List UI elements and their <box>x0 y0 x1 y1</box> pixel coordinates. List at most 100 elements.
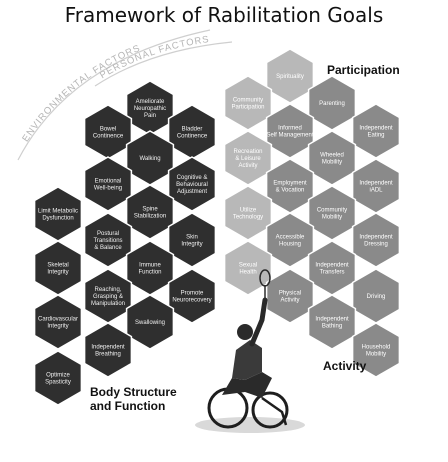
hex-shape <box>351 103 401 159</box>
wheelchair-tennis-player-illustration <box>195 269 305 433</box>
hex-reaching-grasping-manipulation: Reaching,Grasping &Manipulation <box>83 268 133 324</box>
participation-label: Participation <box>327 63 400 77</box>
hex-shape <box>167 212 217 268</box>
hex-shape <box>351 322 401 378</box>
hex-shape <box>83 212 133 268</box>
hex-label: Driving <box>367 294 386 300</box>
hex-shape <box>307 294 357 350</box>
hex-shape <box>223 240 273 296</box>
hex-parenting: Parenting <box>307 75 357 131</box>
hex-shape <box>125 294 175 350</box>
diagram-title: Framework of Rabilitation Goals <box>65 3 384 27</box>
hex-shape <box>223 185 273 241</box>
hex-driving: Driving <box>351 268 401 324</box>
hex-shape <box>125 184 175 240</box>
hex-shape <box>223 75 273 131</box>
hex-shape <box>83 156 133 212</box>
hex-swallowing: Swallowing <box>125 294 175 350</box>
hex-shape <box>265 268 315 324</box>
hex-shape <box>167 156 217 212</box>
hex-shape <box>223 130 273 186</box>
hex-spirituality: Spirituality <box>265 48 315 104</box>
hex-shape <box>33 294 83 350</box>
personal-arc <box>94 41 233 87</box>
hex-shape <box>307 185 357 241</box>
hex-shape <box>265 103 315 159</box>
hex-shape <box>265 212 315 268</box>
body-structure-label-line2: and Function <box>90 399 165 413</box>
hex-label: Employment& Vocation <box>273 181 307 194</box>
hex-label: Parenting <box>319 101 345 107</box>
hex-label: Swallowing <box>135 320 165 326</box>
body-structure-label-line1: Body Structure <box>90 385 177 399</box>
environmental-arc <box>17 29 211 161</box>
hex-label: Reaching,Grasping &Manipulation <box>91 287 125 307</box>
hex-shape <box>167 268 217 324</box>
hex-walking: Walking <box>125 130 175 186</box>
hex-shape <box>307 75 357 131</box>
hex-shape <box>33 350 83 406</box>
hex-shape <box>351 212 401 268</box>
hex-label: Spirituality <box>276 74 304 80</box>
hex-label: Walking <box>139 156 160 162</box>
hex-shape <box>83 322 133 378</box>
hex-employment-vocation: Employment& Vocation <box>265 158 315 214</box>
